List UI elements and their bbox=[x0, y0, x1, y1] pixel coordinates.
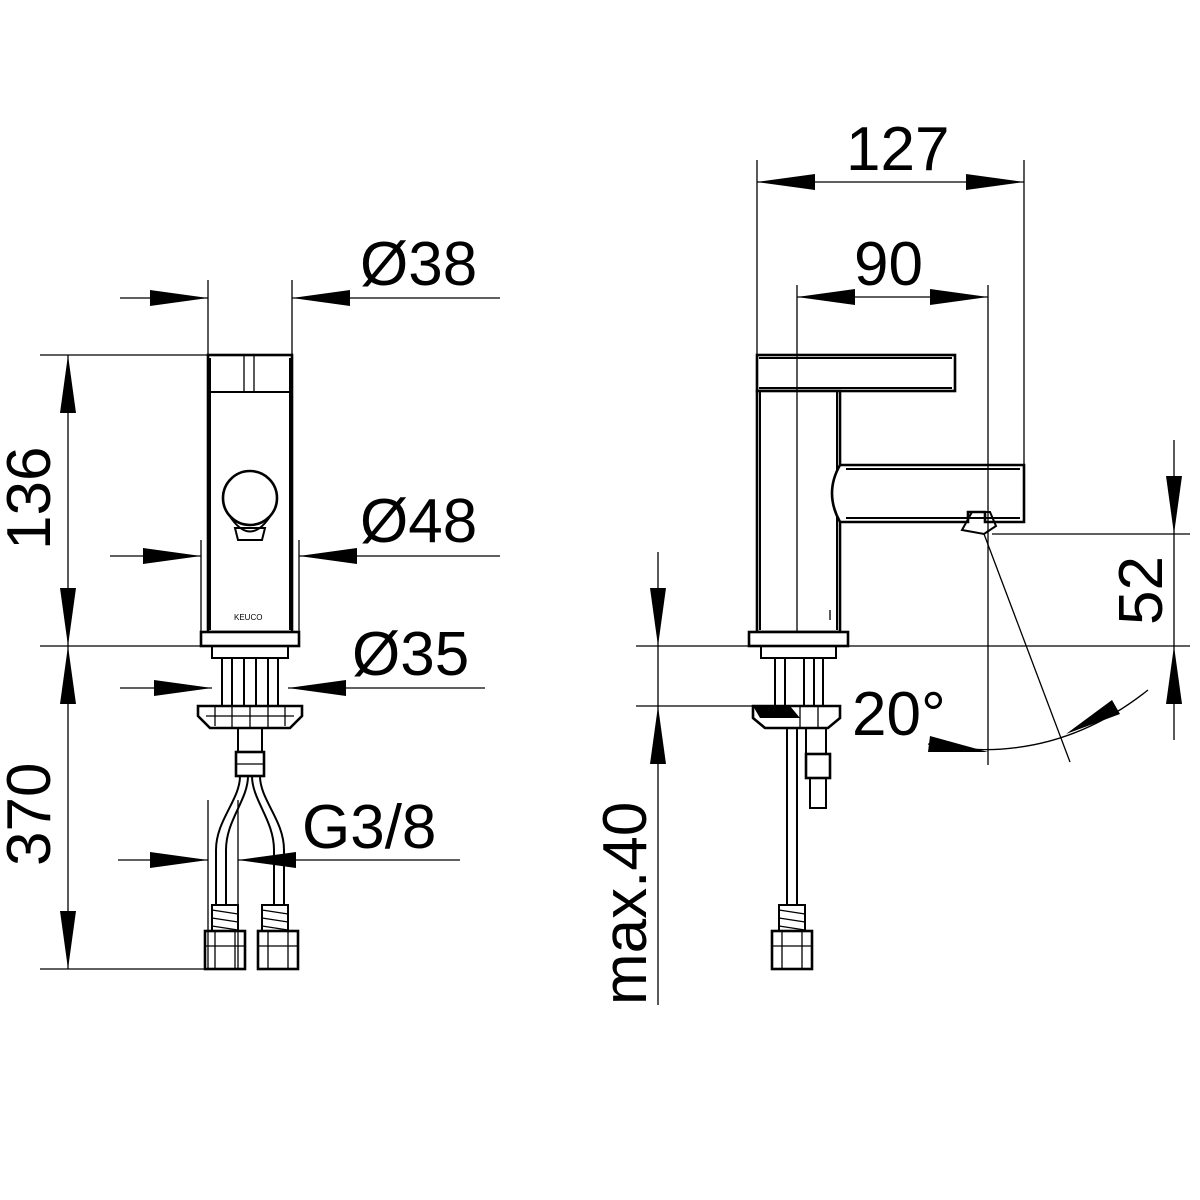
dim-top-diameter bbox=[120, 290, 500, 306]
side-extension-lines bbox=[636, 160, 1190, 765]
dim-overall-depth bbox=[757, 174, 1024, 190]
dim-body-diameter bbox=[110, 548, 500, 564]
side-mounting-nut bbox=[751, 704, 842, 730]
side-view: 127 90 52 max.40 20° bbox=[591, 115, 1190, 1005]
brand-mark: KEUCO bbox=[234, 613, 262, 622]
dim-label-top-diameter: Ø38 bbox=[360, 230, 477, 299]
front-shank bbox=[221, 658, 279, 708]
dim-outlet-height bbox=[1166, 440, 1182, 740]
front-extension-lines bbox=[40, 280, 300, 970]
side-shank bbox=[774, 658, 824, 706]
dim-hose-diameter bbox=[120, 680, 485, 696]
dim-label-outlet-height: 52 bbox=[1107, 556, 1176, 625]
lever-knob bbox=[221, 469, 279, 541]
front-faucet-body bbox=[206, 353, 294, 634]
dim-spout-reach bbox=[797, 289, 988, 305]
dim-label-height: 136 bbox=[0, 447, 64, 550]
dim-label-body-diameter: Ø48 bbox=[360, 487, 477, 556]
side-base-plate bbox=[747, 630, 850, 659]
dim-label-outlet-angle: 20° bbox=[852, 680, 946, 749]
dim-label-hose-diameter: Ø35 bbox=[352, 620, 469, 689]
dim-hose-length bbox=[60, 646, 76, 969]
side-lever bbox=[755, 353, 957, 393]
front-connection-nuts bbox=[203, 929, 300, 971]
dim-outlet-angle bbox=[927, 689, 1149, 752]
dim-label-max-deck-thickness: max.40 bbox=[591, 802, 660, 1005]
dim-label-overall-depth: 127 bbox=[846, 115, 949, 184]
front-mounting-nut bbox=[196, 704, 304, 730]
dim-max-deck-thickness bbox=[650, 552, 666, 1005]
dim-thread bbox=[118, 852, 460, 868]
front-hoses bbox=[211, 728, 289, 932]
dim-label-thread: G3/8 bbox=[302, 793, 436, 862]
dim-height bbox=[60, 355, 76, 646]
side-spout bbox=[830, 463, 1026, 536]
dim-label-spout-reach: 90 bbox=[854, 230, 923, 299]
side-faucet-body bbox=[755, 389, 842, 634]
side-hose bbox=[770, 727, 832, 971]
front-base-plate bbox=[199, 630, 301, 659]
front-view: KEUCO bbox=[0, 230, 500, 971]
dim-label-hose-length: 370 bbox=[0, 763, 64, 866]
